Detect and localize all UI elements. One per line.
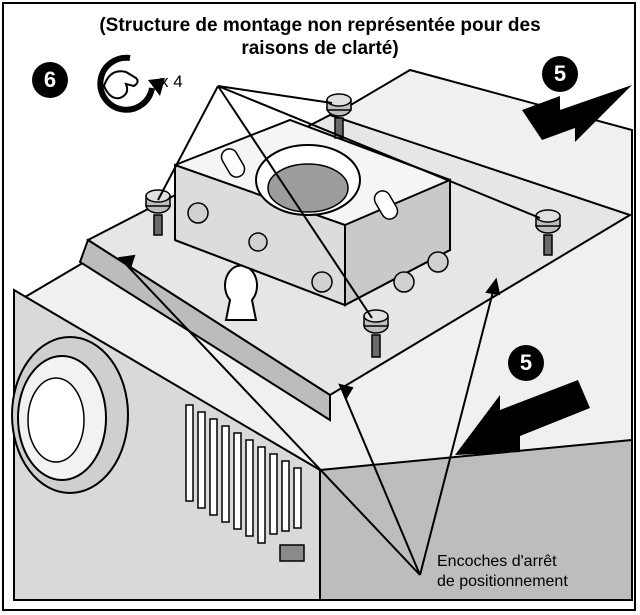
hand-rotate-clockwise-icon [97, 54, 165, 113]
projector-lens [11, 336, 129, 494]
screw-left [145, 189, 171, 236]
slide-arrow-back-icon [522, 85, 632, 142]
projector-vents [185, 404, 305, 562]
screw-top [326, 93, 352, 139]
ceiling-bracket [174, 118, 451, 307]
callout-notches-line-1: Encoches d'arrêt [437, 553, 557, 570]
callout-notches-line-2: de positionnement [437, 573, 568, 590]
screw-leader-lines [157, 85, 541, 319]
step-5-badge-back: 5 [542, 56, 578, 92]
slide-arrow-front-icon [455, 380, 590, 455]
step-5-badge-front: 5 [508, 345, 544, 381]
screw-bottom [363, 309, 389, 358]
notch-leader-lines [117, 254, 501, 576]
step-6-badge: 6 [32, 62, 68, 98]
mounting-screws [145, 93, 561, 358]
tighten-multiplier: x 4 [160, 72, 183, 91]
title-line-1: (Structure de montage non représentée po… [99, 15, 541, 36]
title-line-2: raisons de clarté) [241, 38, 399, 59]
screw-right [535, 209, 561, 256]
